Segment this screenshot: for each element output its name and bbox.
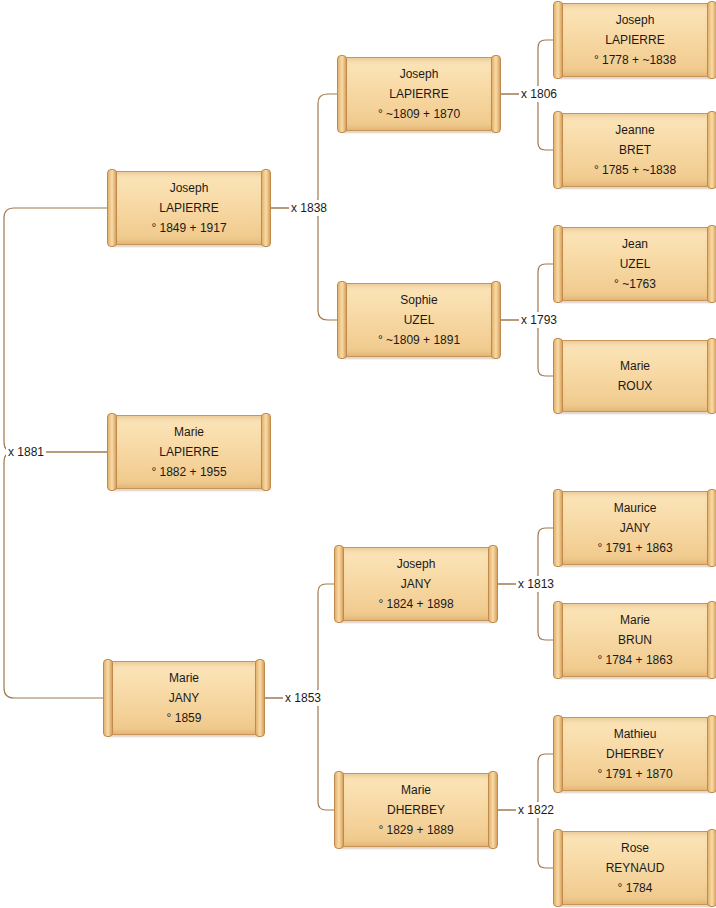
surname: UZEL: [404, 310, 435, 330]
person-scroll: MarieDHERBEY° 1829 + 1889: [337, 773, 495, 847]
lineage-connector: [262, 698, 334, 810]
life-dates: ° ~1809 + 1870: [378, 104, 460, 124]
surname: JANY: [620, 518, 651, 538]
given-name: Jean: [622, 234, 648, 254]
surname: LAPIERRE: [605, 30, 664, 50]
given-name: Mathieu: [614, 724, 657, 744]
life-dates: ° 1778 + ~1838: [594, 50, 676, 70]
surname: JANY: [169, 688, 200, 708]
given-name: Sophie: [400, 290, 437, 310]
person-scroll: JosephLAPIERRE° ~1809 + 1870: [340, 57, 498, 131]
lineage-connector: [4, 208, 110, 452]
surname: DHERBEY: [387, 800, 445, 820]
given-name: Maurice: [614, 498, 657, 518]
given-name: Jeanne: [615, 120, 654, 140]
marriage-year: x 1813: [516, 576, 556, 592]
lineage-connector: [498, 94, 553, 150]
person-scroll: JosephLAPIERRE° 1778 + ~1838: [556, 3, 714, 77]
surname: JANY: [401, 574, 432, 594]
person-scroll: RoseREYNAUD° 1784: [556, 831, 714, 905]
given-name: Marie: [401, 780, 431, 800]
life-dates: ° ~1809 + 1891: [378, 330, 460, 350]
person-scroll: JeanUZEL° ~1763: [556, 227, 714, 301]
life-dates: ° 1849 + 1917: [151, 218, 226, 238]
life-dates: ° 1824 + 1898: [378, 594, 453, 614]
person-scroll: MarieBRUN° 1784 + 1863: [556, 603, 714, 677]
lineage-connector: [495, 810, 553, 868]
life-dates: ° 1829 + 1889: [378, 820, 453, 840]
surname: UZEL: [620, 254, 651, 274]
marriage-year: x 1881: [6, 444, 46, 460]
given-name: Rose: [621, 838, 649, 858]
person-scroll: JeanneBRET° 1785 + ~1838: [556, 113, 714, 187]
marriage-year: x 1822: [516, 802, 556, 818]
life-dates: ° ~1763: [614, 274, 656, 294]
person-scroll: MarieLAPIERRE° 1882 + 1955: [110, 415, 268, 489]
marriage-year: x 1806: [519, 86, 559, 102]
life-dates: ° 1791 + 1870: [597, 764, 672, 784]
life-dates: ° 1859: [167, 708, 202, 728]
surname: ROUX: [618, 376, 653, 396]
marriage-year: x 1838: [289, 200, 329, 216]
given-name: Marie: [620, 610, 650, 630]
lineage-connector: [262, 584, 334, 698]
given-name: Marie: [620, 356, 650, 376]
life-dates: ° 1785 + ~1838: [594, 160, 676, 180]
person-scroll: SophieUZEL° ~1809 + 1891: [340, 283, 498, 357]
lineage-connector: [4, 452, 110, 698]
marriage-year: x 1793: [519, 312, 559, 328]
person-scroll: JosephJANY° 1824 + 1898: [337, 547, 495, 621]
surname: LAPIERRE: [159, 198, 218, 218]
given-name: Joseph: [616, 10, 655, 30]
given-name: Joseph: [170, 178, 209, 198]
lineage-connector: [268, 94, 337, 208]
surname: DHERBEY: [606, 744, 664, 764]
surname: LAPIERRE: [159, 442, 218, 462]
surname: LAPIERRE: [389, 84, 448, 104]
lineage-connector: [268, 208, 337, 320]
person-scroll: MauriceJANY° 1791 + 1863: [556, 491, 714, 565]
surname: REYNAUD: [606, 858, 665, 878]
life-dates: ° 1882 + 1955: [151, 462, 226, 482]
life-dates: ° 1784: [618, 878, 653, 898]
person-scroll: JosephLAPIERRE° 1849 + 1917: [110, 171, 268, 245]
person-scroll: MarieROUX: [556, 340, 714, 412]
surname: BRET: [619, 140, 651, 160]
marriage-year: x 1853: [283, 690, 323, 706]
given-name: Joseph: [400, 64, 439, 84]
life-dates: ° 1784 + 1863: [597, 650, 672, 670]
lineage-connector: [495, 584, 553, 640]
person-scroll: MathieuDHERBEY° 1791 + 1870: [556, 717, 714, 791]
lineage-connector: [498, 320, 553, 376]
given-name: Marie: [169, 668, 199, 688]
life-dates: ° 1791 + 1863: [597, 538, 672, 558]
given-name: Marie: [174, 422, 204, 442]
given-name: Joseph: [397, 554, 436, 574]
surname: BRUN: [618, 630, 652, 650]
person-scroll: MarieJANY° 1859: [106, 661, 262, 735]
